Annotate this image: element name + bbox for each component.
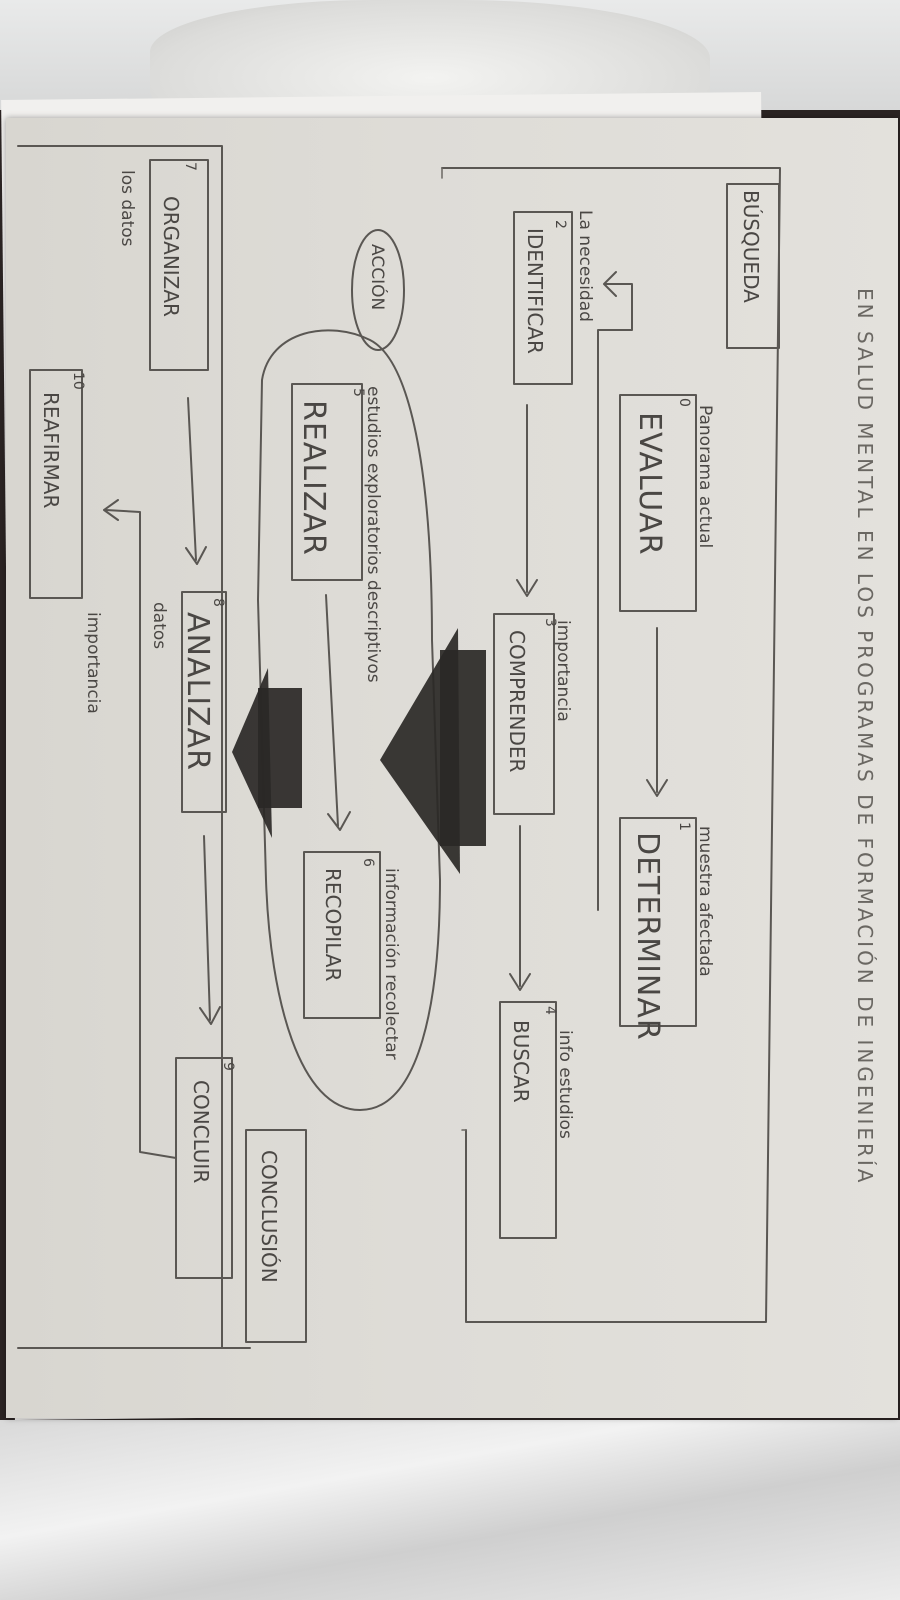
accion-label: ACCIÓN <box>367 244 389 310</box>
accion-loop <box>257 329 441 1111</box>
step-note-buscar: info estudios <box>555 1030 575 1139</box>
step-verb-evaluar: EVALUAR <box>632 412 667 556</box>
step-verb-buscar: BUSCAR <box>509 1020 533 1103</box>
step-note-determinar: muestra afectada <box>695 826 715 977</box>
diagram-title: EN SALUD MENTAL EN LOS PROGRAMAS DE FORM… <box>853 288 877 1186</box>
step-verb-organizar: ORGANIZAR <box>159 196 183 317</box>
accion-circle <box>351 229 405 351</box>
arrow-analizar-concluir <box>199 835 221 1025</box>
step-note-evaluar: Panorama actual <box>695 405 715 548</box>
step-box-identificar <box>513 211 573 385</box>
step-box-concluir <box>175 1057 233 1279</box>
step-verb-reafirmar: REAFIRMAR <box>39 392 63 508</box>
step-verb-determinar: DETERMINAR <box>630 832 665 1041</box>
step-number-10: 10 <box>70 372 86 390</box>
step-box-comprender <box>493 613 555 815</box>
step-number-6: 6 <box>360 858 376 867</box>
step-verb-recopilar: RECOPILAR <box>321 868 345 981</box>
step-number-9: 9 <box>220 1062 236 1071</box>
step-verb-analizar: ANALIZAR <box>180 612 215 771</box>
step-note-identificar: La necesidad <box>575 210 595 322</box>
arrow-comprender-buscar <box>509 825 531 991</box>
step-box-realizar <box>291 383 363 581</box>
step-number-8: 8 <box>210 598 226 607</box>
arrow-realizar-recopilar <box>325 594 351 831</box>
arrow-concluir-reafirmar <box>103 499 177 1159</box>
busqueda-frame <box>441 167 781 1323</box>
step-number-4: 4 <box>542 1006 558 1015</box>
binder-clip-top-bar <box>440 650 486 846</box>
step-number-7: 7 <box>182 162 198 171</box>
busqueda-frame-tick <box>441 167 467 1131</box>
step-number-2: 2 <box>552 220 568 229</box>
step-verb-realizar: REALIZAR <box>296 400 331 556</box>
arrow-organizar-analizar <box>185 397 207 565</box>
step-number-3: 3 <box>542 618 558 627</box>
busqueda-box <box>726 183 780 349</box>
step-box-determinar <box>619 817 697 1027</box>
background-cloth-bottom <box>0 1420 900 1600</box>
step-note-recopilar: información recolectar <box>381 868 401 1060</box>
step-number-0: 0 <box>676 398 692 407</box>
step-note-analizar: datos <box>149 602 169 649</box>
step-box-organizar <box>149 159 209 371</box>
conclusion-box <box>245 1129 307 1343</box>
arrow-evaluar-determinar <box>646 627 668 797</box>
step-number-5: 5 <box>350 388 366 397</box>
conclusion-frame <box>17 145 251 1349</box>
step-box-recopilar <box>303 851 381 1019</box>
step-number-1: 1 <box>676 822 692 831</box>
step-box-analizar <box>181 591 227 813</box>
step-note-realizar: estudios exploratorios descriptivos <box>363 386 383 683</box>
busqueda-label: BÚSQUEDA <box>739 190 763 303</box>
step-note-reafirmar: importancia <box>83 612 103 714</box>
step-verb-concluir: CONCLUIR <box>189 1080 213 1183</box>
step-note-organizar: los datos <box>117 170 137 247</box>
step-verb-comprender: COMPRENDER <box>505 630 529 773</box>
conclusion-label: CONCLUSIÓN <box>257 1150 281 1283</box>
arrow-identificar-comprender <box>516 404 538 597</box>
step-box-evaluar <box>619 394 697 612</box>
step-note-comprender: importancia <box>553 620 573 722</box>
arrow-determinar-identificar <box>597 271 633 911</box>
step-verb-identificar: IDENTIFICAR <box>523 228 547 354</box>
binder-clip-bottom-bar <box>258 688 302 808</box>
step-box-buscar <box>499 1001 557 1239</box>
step-box-reafirmar <box>29 369 83 599</box>
